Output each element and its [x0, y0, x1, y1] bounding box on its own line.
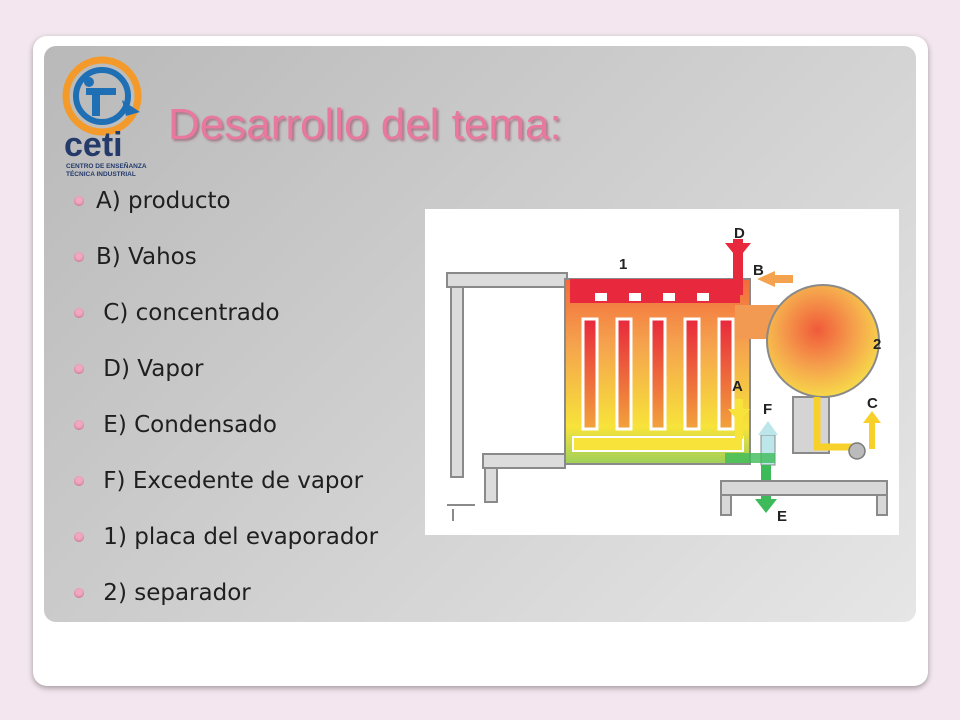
bullet-dot-icon — [74, 588, 84, 598]
logo-line1: CENTRO DE ENSEÑANZA — [66, 161, 147, 170]
logo-ring — [62, 56, 142, 136]
condensate-arrow — [755, 499, 777, 513]
logo-wordmark: ceti — [64, 126, 123, 164]
product-channel — [572, 436, 744, 452]
pump — [848, 442, 866, 460]
bullet-text: C) concentrado — [96, 300, 280, 326]
bullet-dot-icon — [74, 364, 84, 374]
frame-left — [446, 272, 568, 521]
bullet-dot-icon — [74, 252, 84, 262]
evaporator-diagram: 1 2 D B A F C E — [425, 209, 899, 535]
logo-line2: TÉCNICA INDUSTRIAL — [66, 169, 136, 178]
excess-vapor-arrow — [758, 421, 778, 435]
label-e: E — [777, 508, 787, 525]
separator — [766, 284, 880, 398]
label-b: B — [753, 262, 764, 279]
steam-inlet-arrow — [725, 243, 751, 259]
bullet-text: 1) placa del evaporador — [96, 524, 379, 550]
logo-stem — [92, 90, 100, 116]
bullet-item: B) Vahos — [72, 239, 378, 295]
bullet-item: E) Condensado — [72, 407, 378, 463]
label-a: A — [732, 378, 743, 395]
bullet-item: 1) placa del evaporador — [72, 519, 378, 575]
label-f: F — [763, 401, 772, 418]
vahos-arrow-tail — [775, 275, 793, 283]
bullet-item: D) Vapor — [72, 351, 378, 407]
bullet-item: 2) separador — [72, 575, 378, 631]
bullet-dot-icon — [74, 196, 84, 206]
header-slots — [595, 293, 709, 301]
concentrate-outlet — [869, 421, 875, 449]
bullet-item: C) concentrado — [72, 295, 378, 351]
bullet-item: F) Excedente de vapor — [72, 463, 378, 519]
bullet-text: E) Condensado — [96, 412, 277, 438]
product-inlet-arrow — [728, 409, 750, 423]
concentrate-line — [813, 397, 855, 451]
bullet-text: 2) separador — [96, 580, 251, 606]
vahos-arrow — [757, 271, 775, 287]
concentrate-arrow — [863, 411, 881, 423]
logo-inner-ring — [73, 67, 131, 125]
logo-bar — [86, 88, 116, 95]
slide-title: Desarrollo del tema: — [168, 100, 562, 149]
bullet-dot-icon — [74, 532, 84, 542]
bullet-text: F) Excedente de vapor — [96, 468, 364, 494]
label-separator: 2 — [873, 336, 881, 353]
bullet-text: D) Vapor — [96, 356, 204, 382]
ceti-logo: ceti CENTRO DE ENSEÑANZA TÉCNICA INDUSTR… — [62, 56, 147, 178]
label-c: C — [867, 395, 878, 412]
condensate-channel — [725, 453, 775, 463]
bullet-dot-icon — [74, 308, 84, 318]
base-frame — [720, 480, 888, 516]
bullet-text: B) Vahos — [96, 244, 197, 270]
label-plate: 1 — [619, 256, 627, 273]
logo-arrow — [122, 100, 140, 116]
logo-dot — [84, 77, 94, 87]
bullet-dot-icon — [74, 476, 84, 486]
steam-inlet-pipe — [733, 239, 743, 295]
bullet-dot-icon — [74, 420, 84, 430]
label-d: D — [734, 225, 745, 242]
bullet-list: A) producto B) Vahos C) concentrado D) V… — [72, 183, 378, 631]
bullet-item: A) producto — [72, 183, 378, 239]
bullet-text: A) producto — [96, 188, 231, 214]
evaporator-plates — [581, 317, 735, 431]
